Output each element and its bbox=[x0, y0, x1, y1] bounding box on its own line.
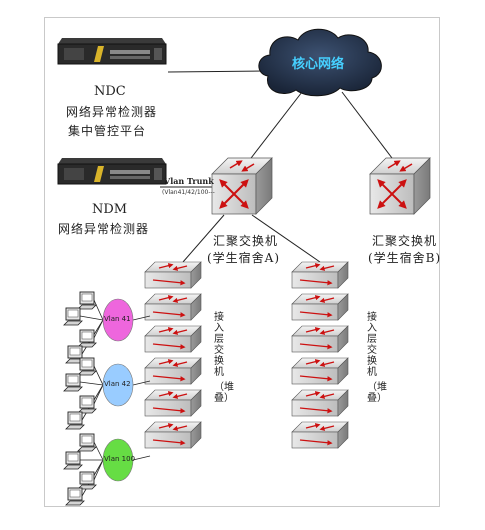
ndm-line1: 网络异常检测器 bbox=[58, 222, 150, 236]
vlan-label-2: Vlan 42 bbox=[104, 380, 131, 388]
access-switch-b-1 bbox=[291, 261, 349, 289]
vlan-group-1 bbox=[63, 291, 151, 364]
host-pc-1-4 bbox=[65, 345, 85, 364]
agg-a-line1: 汇聚交换机 bbox=[213, 234, 279, 248]
access-switch-a-5 bbox=[144, 389, 202, 417]
core-network-cloud bbox=[258, 28, 382, 97]
diagram-frame bbox=[44, 17, 440, 507]
access-switch-b-3 bbox=[291, 325, 349, 353]
access-switch-b-2 bbox=[291, 293, 349, 321]
access-left-stack: （堆叠） bbox=[214, 382, 234, 404]
host-pc-3-1 bbox=[77, 433, 97, 452]
vlan-ellipse-1 bbox=[102, 298, 134, 342]
host-pc-1-3 bbox=[77, 329, 97, 348]
vlan-label-1: Vlan 41 bbox=[104, 315, 131, 323]
access-switch-a-3 bbox=[144, 325, 202, 353]
access-left-label: 接入层交换机 bbox=[214, 312, 224, 378]
vlan-trunk-label: Vlan Trunk bbox=[164, 176, 214, 186]
agg-b-line2: (学生宿舍B) bbox=[368, 251, 442, 265]
access-switch-b-4 bbox=[291, 357, 349, 385]
aggregation-switch-b bbox=[369, 157, 431, 215]
vlan-group-3 bbox=[63, 433, 151, 506]
ndm-appliance bbox=[57, 158, 167, 185]
agg-b-line1: 汇聚交换机 bbox=[372, 234, 438, 248]
access-switch-a-4 bbox=[144, 357, 202, 385]
ndc-title: NDC bbox=[94, 84, 126, 99]
host-pc-2-4 bbox=[65, 411, 85, 430]
host-pc-2-1 bbox=[77, 357, 97, 376]
access-switch-b-6 bbox=[291, 421, 349, 449]
access-switch-a-6 bbox=[144, 421, 202, 449]
vlan-label-3: Vlan 100 bbox=[104, 455, 136, 463]
access-right-stack: （堆叠） bbox=[367, 382, 387, 404]
host-pc-3-3 bbox=[77, 471, 97, 490]
vlan-group-2 bbox=[63, 357, 151, 430]
access-right-label: 接入层交换机 bbox=[367, 312, 377, 378]
host-pc-1-1 bbox=[77, 291, 97, 310]
agg-a-line2: (学生宿舍A) bbox=[207, 251, 281, 265]
aggregation-switch-a bbox=[211, 157, 273, 215]
host-pc-2-3 bbox=[77, 395, 97, 414]
host-pc-3-4 bbox=[65, 487, 85, 506]
host-pc-1-2 bbox=[63, 307, 83, 326]
vlan-ellipse-3 bbox=[102, 438, 134, 482]
access-switch-b-5 bbox=[291, 389, 349, 417]
ndc-appliance bbox=[57, 38, 167, 65]
vlan-trunk-sub: (Vlan41/42/100--- bbox=[162, 189, 215, 196]
host-pc-3-2 bbox=[63, 451, 83, 470]
vlan-ellipse-2 bbox=[102, 363, 134, 407]
access-switch-a-1 bbox=[144, 261, 202, 289]
ndm-title: NDM bbox=[92, 202, 128, 217]
access-switch-a-2 bbox=[144, 293, 202, 321]
ndc-line1: 网络异常检测器 bbox=[66, 105, 158, 119]
ndc-line2: 集中管控平台 bbox=[68, 124, 147, 138]
host-pc-2-2 bbox=[63, 373, 83, 392]
links bbox=[160, 70, 396, 263]
core-network-label: 核心网络 bbox=[292, 57, 345, 72]
